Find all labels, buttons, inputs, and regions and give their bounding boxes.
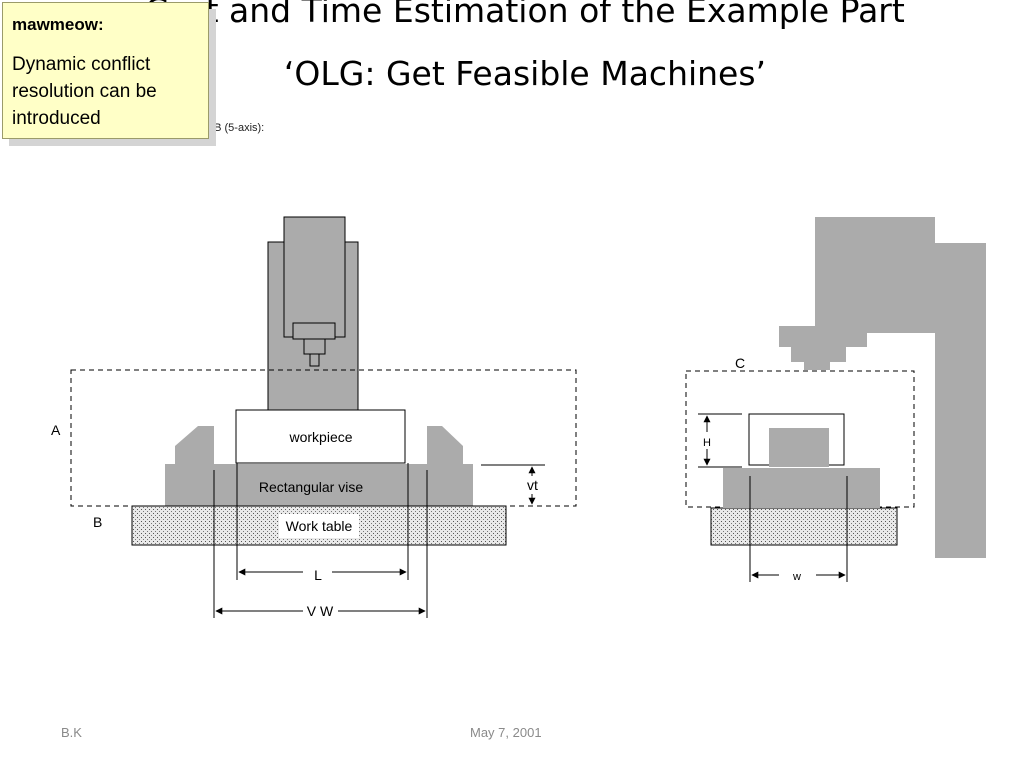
side-view: C H w <box>685 217 986 583</box>
slide-subtitle: 3B (5-axis): <box>208 122 265 134</box>
side-work-table <box>710 507 898 546</box>
cutting-tool <box>309 353 320 367</box>
slide-title-line-2: ‘OLG: Get Feasible Machines’ <box>283 54 767 93</box>
comment-text: Dynamic conflict resolution can be intro… <box>12 54 157 129</box>
label-b: B <box>93 514 102 530</box>
vise-body <box>165 464 473 506</box>
spindle-head <box>283 216 346 338</box>
front-view: Rectangular vise workpiece Work table A … <box>51 216 577 619</box>
dim-w-label: w <box>792 571 801 583</box>
comment-author: mawmeow: <box>12 15 104 34</box>
slide-title-line-1: Cost and Time Estimation of the Example … <box>145 0 905 30</box>
side-column <box>935 243 986 558</box>
side-vise <box>723 468 880 508</box>
dim-vw-label: V W <box>307 603 334 619</box>
work-table-label-bg <box>279 514 359 538</box>
side-vise-jaw <box>769 428 829 467</box>
label-c: C <box>735 355 745 371</box>
side-head <box>815 217 935 333</box>
vise-label: Rectangular vise <box>259 479 363 495</box>
tool-holder <box>292 322 336 340</box>
side-spindle-nose <box>791 346 846 362</box>
tool-collet <box>303 338 326 355</box>
label-a: A <box>51 422 61 438</box>
dim-h-label: H <box>703 437 711 449</box>
footer-date: May 7, 2001 <box>470 725 542 740</box>
footer-author: B.K <box>61 725 82 740</box>
side-head-lower <box>779 326 867 347</box>
work-table-label: Work table <box>286 518 353 534</box>
vise-jaw-left <box>175 426 214 464</box>
vise-jaw-right <box>427 426 463 464</box>
dim-l-label: L <box>314 567 322 583</box>
side-tool <box>804 361 830 370</box>
comment-balloon[interactable]: mawmeow: Dynamic conflict resolution can… <box>2 2 209 139</box>
dim-vt-label: vt <box>527 477 538 493</box>
workpiece <box>235 409 406 464</box>
workpiece-label: workpiece <box>288 429 352 445</box>
